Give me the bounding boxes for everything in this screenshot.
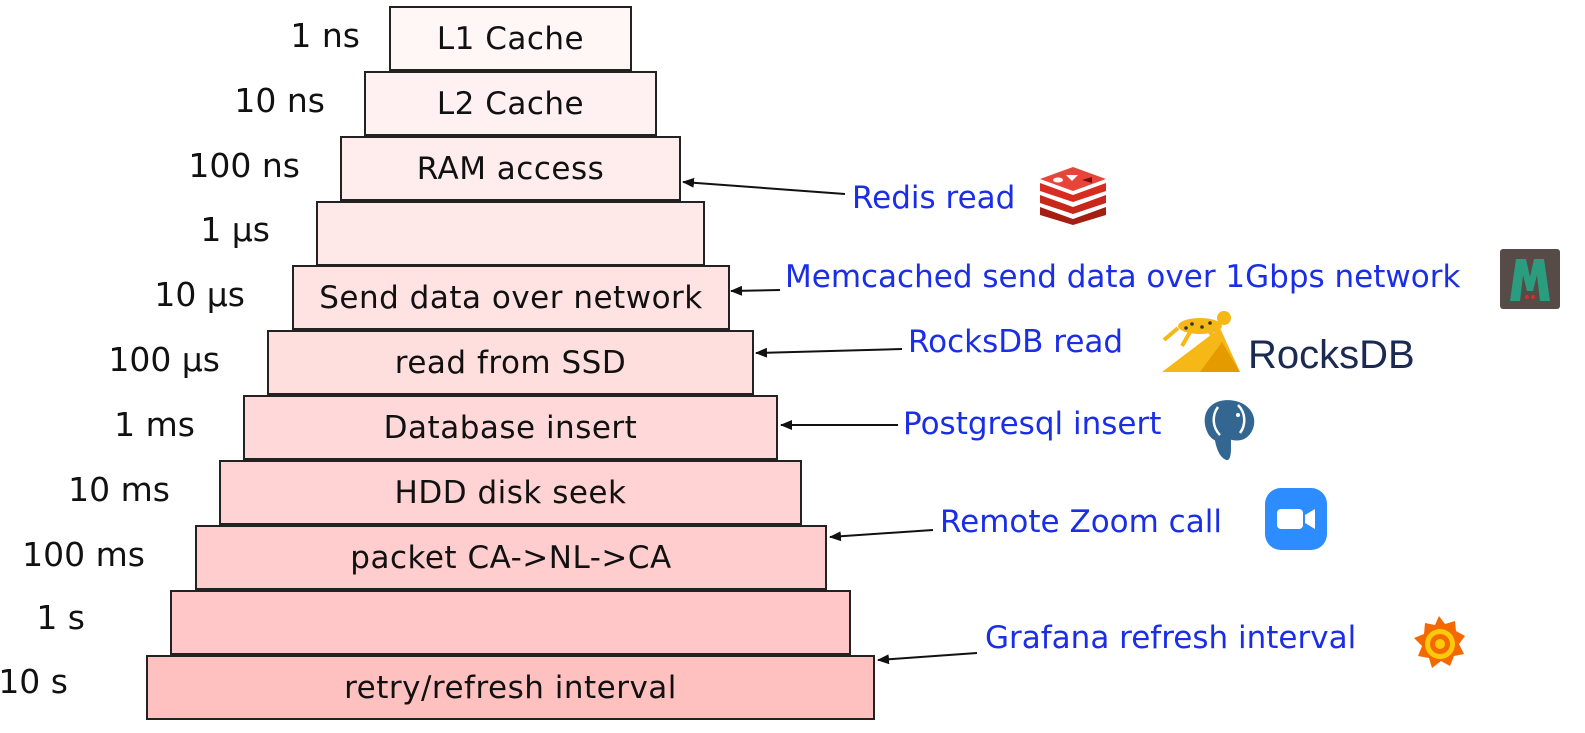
arrow-rocksdb <box>755 347 903 358</box>
latency-label: 1 s <box>36 598 85 637</box>
pyramid-step-db-insert: Database insert <box>243 395 778 460</box>
memcached-icon <box>1500 249 1560 313</box>
annotation-memcached: Memcached send data over 1Gbps network <box>785 259 1461 295</box>
pyramid-step-l1-cache: L1 Cache <box>389 6 632 71</box>
arrow-memcached <box>730 285 781 296</box>
latency-label: 100 µs <box>108 340 220 379</box>
latency-label: 10 s <box>0 662 68 701</box>
step-label: RAM access <box>416 150 605 187</box>
step-label: L1 Cache <box>436 20 585 57</box>
latency-label: 1 µs <box>200 210 270 249</box>
postgresql-icon <box>1198 395 1260 469</box>
pyramid-step-1us <box>316 201 705 266</box>
arrow-zoom <box>829 529 934 542</box>
annotation-redis: Redis read <box>852 180 1016 216</box>
latency-label: 1 ms <box>114 405 195 444</box>
latency-label: 10 ms <box>68 470 170 509</box>
step-label: L2 Cache <box>436 85 585 122</box>
step-label: Database insert <box>383 409 638 446</box>
arrow-redis <box>682 177 846 195</box>
pyramid-step-1s <box>170 590 851 655</box>
annotation-grafana: Grafana refresh interval <box>985 620 1357 656</box>
annotation-postgresql: Postgresql insert <box>903 406 1162 442</box>
pyramid-step-ssd: read from SSD <box>267 330 754 395</box>
latency-label: 1 ns <box>290 16 360 55</box>
pyramid-step-packet: packet CA->NL->CA <box>195 525 827 590</box>
arrow-grafana <box>877 652 978 665</box>
pyramid-step-ram: RAM access <box>340 136 681 201</box>
redis-icon <box>1038 167 1108 229</box>
step-label: retry/refresh interval <box>344 669 677 706</box>
latency-label: 100 ms <box>22 535 145 574</box>
annotation-rocksdb: RocksDB read <box>908 324 1124 360</box>
step-label: HDD disk seek <box>394 474 627 511</box>
zoom-icon <box>1265 488 1327 554</box>
latency-label: 10 µs <box>154 275 245 314</box>
latency-label: 10 ns <box>234 81 325 120</box>
pyramid-step-network: Send data over network <box>292 265 730 330</box>
pyramid-step-retry: retry/refresh interval <box>146 655 875 720</box>
pyramid-step-l2-cache: L2 Cache <box>364 71 657 136</box>
rocksdb-brand-text: RocksDB <box>1248 333 1415 377</box>
step-label: Send data over network <box>319 279 703 316</box>
step-label: packet CA->NL->CA <box>350 539 672 576</box>
latency-label: 100 ns <box>188 146 300 185</box>
rocksdb-icon <box>1160 308 1242 378</box>
annotation-zoom: Remote Zoom call <box>940 504 1222 540</box>
grafana-icon <box>1408 612 1470 678</box>
pyramid-step-hdd: HDD disk seek <box>219 460 802 525</box>
step-label: read from SSD <box>394 344 627 381</box>
